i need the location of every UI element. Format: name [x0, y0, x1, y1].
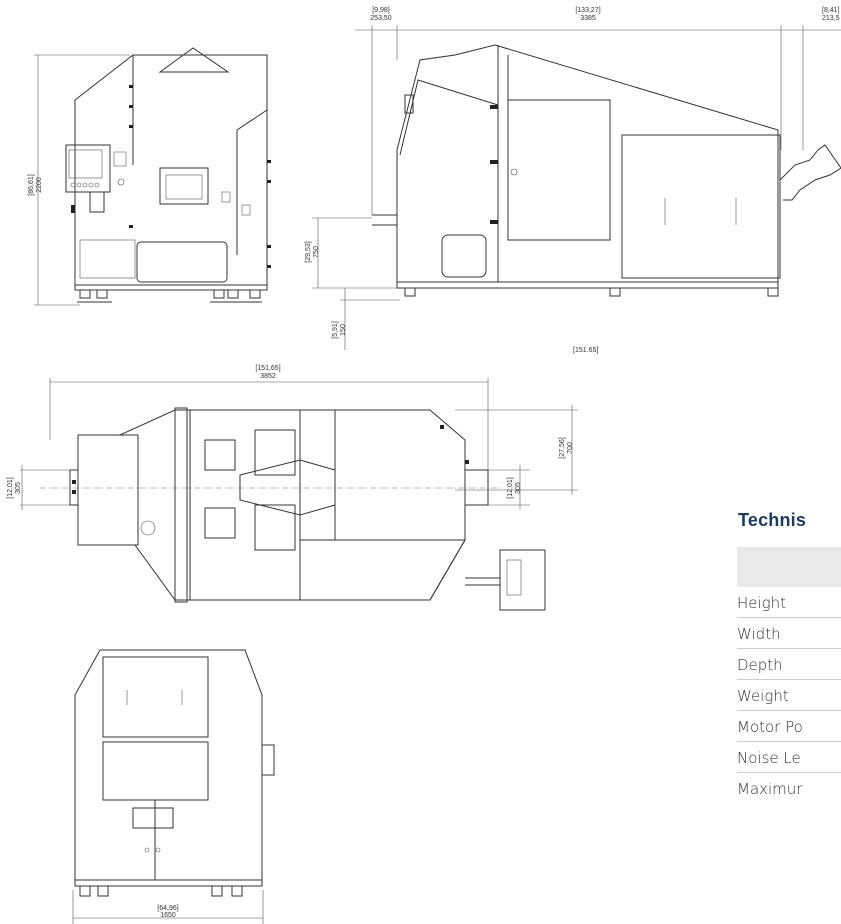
spec-row: Maximur [737, 773, 841, 800]
top-mid-in: [12,01] [507, 477, 514, 498]
side-width-in: [133,27] [575, 7, 600, 14]
side-height-mm: 750 [313, 246, 320, 258]
rear-view: [64,96] 1650 [72, 649, 275, 924]
top-width-mm: 3852 [260, 373, 276, 380]
side-width-mm: 3385 [580, 15, 596, 22]
spec-row: Motor Po [737, 711, 841, 742]
top-view: [151,65] 3852 [12,01] 305 [12,01] 305 [2… [7, 365, 578, 611]
side-right-in: [8,41] [822, 7, 840, 14]
spec-row: Width [737, 618, 841, 649]
top-left-in: [12,01] [7, 477, 14, 498]
foot-mm: 150 [340, 324, 347, 336]
spec-row: Depth [737, 649, 841, 680]
front-view: [86,61] 2200 [28, 47, 271, 306]
spec-row: Noise Le [737, 742, 841, 773]
spec-header-row [737, 547, 841, 587]
front-height-mm: 2200 [36, 177, 43, 193]
side-left-in: [9,98] [372, 7, 390, 14]
spec-title: Technis [738, 510, 807, 530]
top-width-in: [151,65] [255, 365, 280, 372]
side-bottom-note: [151.65] [573, 347, 598, 354]
top-left-mm: 305 [15, 482, 22, 494]
rear-width-in: [64,96] [157, 905, 178, 912]
side-view: [9,98] 253,50 [133,27] 3385 [8,41] 213,5… [305, 7, 841, 354]
front-height-in: [86,61] [28, 174, 35, 195]
side-height-in: [29,53] [305, 241, 312, 262]
top-mid-mm: 700 [567, 442, 574, 454]
top-right-in: [27,56] [559, 437, 566, 458]
spec-row: Height [737, 587, 841, 618]
foot-in: [5,91] [332, 321, 339, 339]
spec-row: Weight [737, 680, 841, 711]
rear-width-mm: 1650 [160, 912, 176, 919]
side-left-mm: 253,50 [370, 15, 392, 22]
top-mid-mm: 305 [515, 482, 522, 494]
side-right-mm: 213,5 [822, 15, 840, 22]
